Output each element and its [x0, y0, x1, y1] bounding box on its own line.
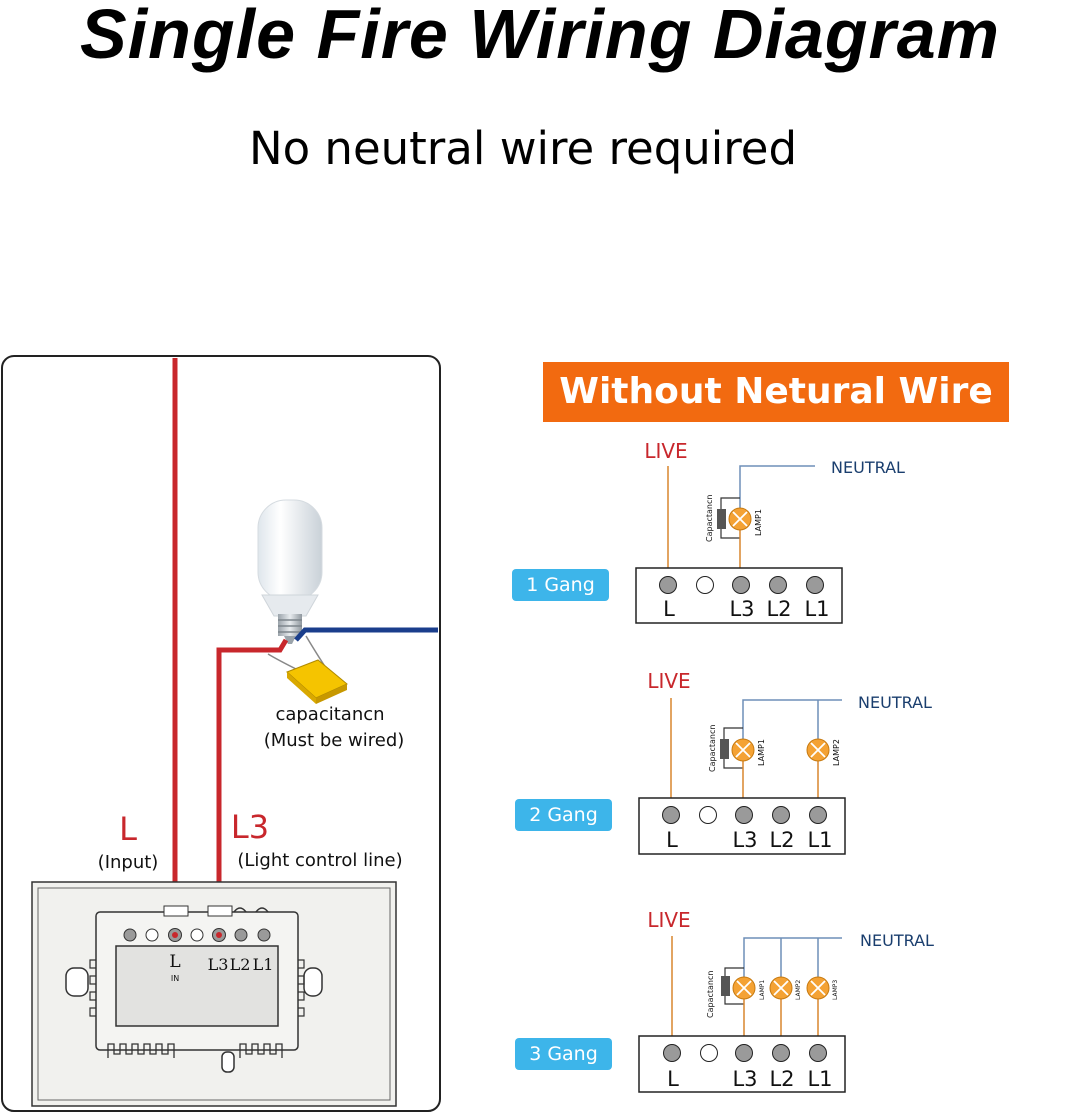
lamp1-label-2: LAMP1 — [757, 739, 766, 766]
terminal-l1-label: L1 — [253, 955, 274, 974]
page-subtitle: No neutral wire required — [248, 122, 798, 175]
capacitor-label: capacitancn — [275, 704, 384, 725]
terminal-label: L2 — [766, 597, 791, 621]
lamp1-label-1: LAMP1 — [754, 509, 763, 536]
page-title: Single Fire Wiring Diagram — [80, 0, 1000, 73]
terminal-label: L3 — [732, 828, 757, 852]
terminal-l2-label: L2 — [230, 955, 251, 974]
neutral-wire — [294, 627, 438, 642]
capacitor-label-3: Capactancn — [706, 971, 715, 1018]
schematic-3-gang: LIVE NEUTRAL Capactancn LAMP1 LAMP2 LAMP… — [638, 908, 934, 1093]
gang-badge-1: 1 Gang — [512, 569, 609, 601]
terminal-l-label: L — [169, 952, 180, 972]
lamp1-label-3: LAMP1 — [759, 980, 766, 1000]
terminal-label: L3 — [732, 1067, 757, 1091]
terminal-label: L2 — [769, 1067, 794, 1091]
live-label-1: LIVE — [644, 439, 687, 463]
terminal-label: L1 — [807, 1067, 832, 1091]
l-note: (Input) — [98, 852, 159, 873]
switch-terminal-row — [123, 928, 271, 942]
terminal-label: L — [666, 828, 678, 852]
gang-badge-2: 2 Gang — [515, 799, 612, 831]
capacitor-label-1: Capactancn — [705, 495, 714, 542]
terminal-label: L1 — [807, 828, 832, 852]
l3-control-wire — [216, 638, 289, 912]
schematic-2-gang: LIVE NEUTRAL Capactancn LAMP1 LAMP2 L L3… — [638, 669, 932, 855]
switch-back-plate — [31, 881, 397, 1107]
without-neutral-banner: Without Netural Wire — [543, 362, 1009, 422]
lamp3-label-3: LAMP3 — [832, 980, 839, 1000]
schematic-1-gang: LIVE NEUTRAL Capactancn LAMP1 L L3 L2 L1 — [635, 439, 905, 624]
neutral-label-1: NEUTRAL — [831, 458, 905, 477]
l3-label: L3 — [231, 808, 269, 846]
lamp2-label-2: LAMP2 — [832, 739, 841, 766]
l-label: L — [119, 810, 137, 848]
l3-note: (Light control line) — [237, 850, 402, 871]
live-label-3: LIVE — [647, 908, 690, 932]
terminal-label: L2 — [769, 828, 794, 852]
capacitor-note: (Must be wired) — [264, 730, 405, 751]
neutral-label-2: NEUTRAL — [858, 693, 932, 712]
neutral-label-3: NEUTRAL — [860, 931, 934, 950]
terminal-in-label: IN — [171, 974, 179, 983]
lamp2-label-3: LAMP2 — [795, 980, 802, 1000]
terminal-l3-label: L3 — [208, 955, 229, 974]
capacitor-icon — [267, 635, 348, 704]
terminal-label: L3 — [729, 597, 754, 621]
terminal-label: L1 — [804, 597, 829, 621]
terminal-label: L — [663, 597, 675, 621]
light-bulb-icon — [257, 499, 323, 644]
capacitor-label-2: Capactancn — [708, 725, 717, 772]
terminal-label: L — [667, 1067, 679, 1091]
live-label-2: LIVE — [647, 669, 690, 693]
gang-badge-3: 3 Gang — [515, 1038, 612, 1070]
